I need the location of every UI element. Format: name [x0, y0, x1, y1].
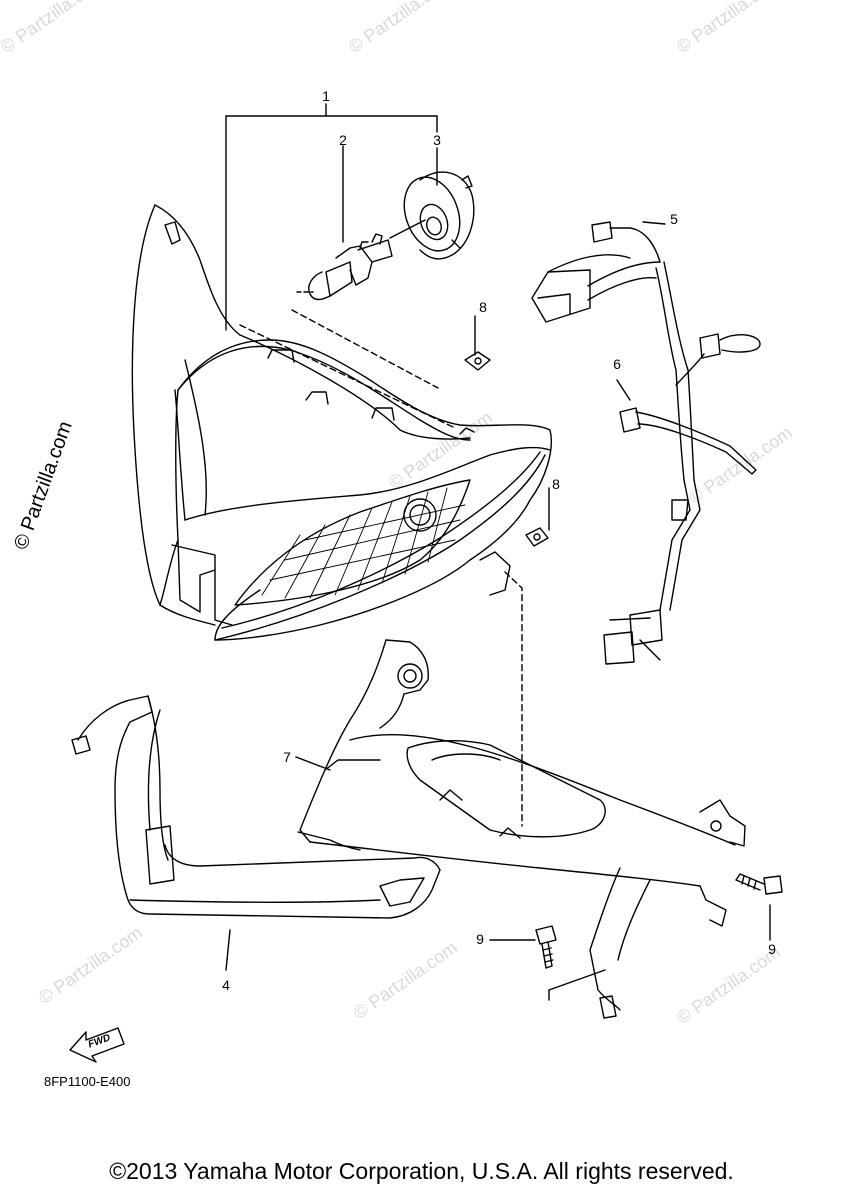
callout-5[interactable]: 5 [670, 211, 678, 227]
callout-2[interactable]: 2 [339, 132, 347, 148]
bolt-right [735, 873, 783, 895]
callout-3[interactable]: 3 [433, 132, 441, 148]
callout-6[interactable]: 6 [613, 356, 621, 372]
fwd-arrow [69, 1027, 125, 1063]
callout-7[interactable]: 7 [283, 749, 291, 765]
nut-clip-lower [525, 527, 549, 547]
bulb-cover [403, 171, 475, 260]
callout-4[interactable]: 4 [222, 977, 230, 993]
callout-8-lower[interactable]: 8 [552, 476, 560, 492]
diagram-code: 8FP1100-E400 [44, 1074, 131, 1089]
copyright-notice: ©2013 Yamaha Motor Corporation, U.S.A. A… [109, 1158, 734, 1184]
callout-1[interactable]: 1 [322, 88, 330, 104]
leader-lines [225, 103, 771, 1001]
headlight-assembly [131, 204, 552, 641]
callout-9-left[interactable]: 9 [476, 931, 484, 947]
headlight-bracket [71, 695, 441, 919]
bulb [308, 233, 393, 301]
nut-clip-upper [464, 351, 491, 371]
lamp-grid-lines [261, 487, 466, 599]
headlight-stay [297, 639, 746, 1019]
callout-9-right[interactable]: 9 [768, 941, 776, 957]
cable-tie [619, 407, 757, 475]
wire-harness [531, 221, 761, 665]
callout-8-upper[interactable]: 8 [479, 299, 487, 315]
bolt-left [535, 925, 557, 969]
